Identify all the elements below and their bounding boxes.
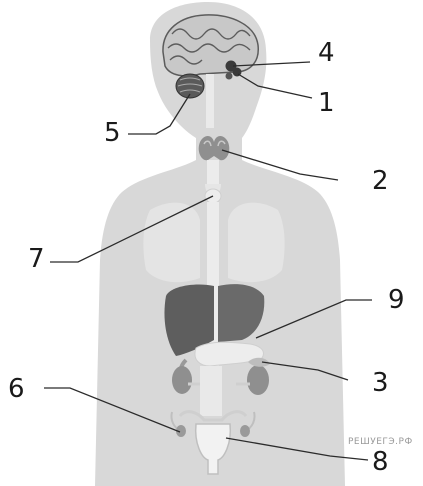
right-kidney: [247, 365, 269, 395]
pineal-gland: [226, 73, 233, 80]
label-4: 4: [318, 40, 335, 66]
label-8: 8: [372, 449, 389, 475]
watermark: РЕШУЕГЭ.РФ: [348, 437, 413, 447]
label-3: 3: [372, 370, 389, 396]
label-7: 7: [28, 246, 45, 272]
left-kidney: [172, 366, 192, 394]
label-9: 9: [388, 287, 405, 313]
label-1: 1: [318, 90, 335, 116]
label-6: 6: [8, 376, 25, 402]
label-2: 2: [372, 168, 389, 194]
label-5: 5: [104, 120, 121, 146]
